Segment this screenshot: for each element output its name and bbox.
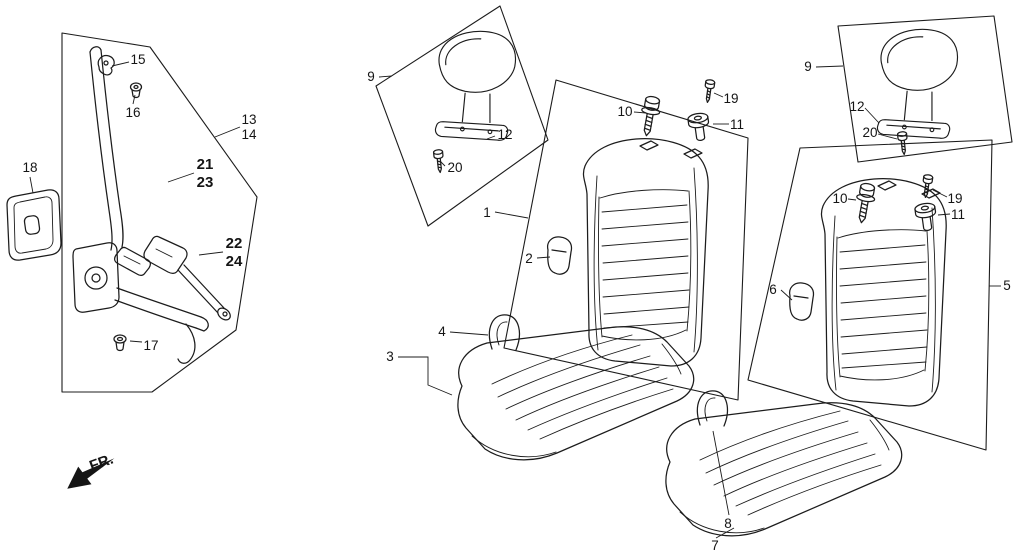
headrest-art-center [434, 30, 517, 141]
leader-lines [29, 61, 1001, 539]
part-label-12-right: 12 [849, 99, 864, 114]
buckle-art [143, 235, 231, 321]
part-label-24: 24 [226, 253, 243, 270]
seatback-art-center [582, 138, 709, 367]
part-label-18: 18 [22, 160, 37, 175]
headrest-art-right [876, 28, 959, 139]
part-label-2: 2 [525, 251, 533, 266]
cushion-art-center [457, 314, 695, 461]
grommet-11-right [913, 201, 939, 233]
recliner-cover-2-art [546, 236, 573, 275]
part-label-17: 17 [143, 338, 158, 353]
part-label-11-center: 11 [730, 117, 744, 132]
part-label-21: 21 [197, 156, 214, 173]
bolt-16-art [129, 82, 143, 99]
part-label-5: 5 [1003, 278, 1011, 293]
part-label-20-center: 20 [447, 160, 462, 175]
part-label-16: 16 [125, 105, 140, 120]
part-label-4: 4 [438, 324, 446, 339]
lap-belt-art [114, 287, 209, 364]
seatbelt-webbing-art [89, 46, 124, 251]
bolt-17-art [113, 334, 127, 352]
part-label-14: 14 [241, 127, 257, 142]
seatbelt-boundary-box [61, 32, 258, 393]
seatbelt-assembly-art [6, 46, 231, 364]
headrest-boundary-box-center [375, 5, 549, 227]
screw-20-center [432, 148, 446, 174]
tongue-plate-art [114, 246, 151, 276]
center-seat-art [432, 30, 716, 461]
part-label-19-center: 19 [723, 91, 738, 106]
part-label-8: 8 [724, 516, 732, 531]
part-label-3: 3 [386, 349, 394, 364]
bolt-10-center [636, 94, 663, 138]
recliner-cover-6-art [788, 282, 815, 321]
part-label-1: 1 [483, 205, 491, 220]
screw-19-center [702, 78, 716, 104]
headrest-boundary-box-right [837, 15, 1013, 163]
part-label-9-center: 9 [367, 69, 375, 84]
bolt-10-right [851, 181, 878, 225]
part-label-12-center: 12 [497, 127, 512, 142]
seatback-boundary-box-center [503, 79, 749, 401]
part-label-9-right: 9 [804, 59, 812, 74]
part-labels: 15 16 13 14 18 21 23 22 24 17 9 20 12 1 … [22, 52, 1010, 553]
grommet-11-center [686, 111, 712, 143]
seatback-boundary-box-right [747, 139, 993, 451]
boundary-boxes [61, 5, 1013, 451]
right-seat-art [665, 28, 959, 537]
part-label-13: 13 [241, 112, 256, 127]
part-label-7: 7 [711, 538, 719, 553]
part-label-11-right: 11 [951, 207, 965, 222]
anchor-plate-art [6, 189, 62, 261]
part-label-22: 22 [226, 235, 243, 252]
part-label-19-right: 19 [947, 191, 962, 206]
fr-direction-arrow [67, 458, 115, 489]
part-label-6: 6 [769, 282, 777, 297]
part-label-23: 23 [197, 174, 214, 191]
clip-art [97, 54, 115, 76]
fr-label: FR. [87, 451, 116, 475]
part-label-20-right: 20 [862, 125, 877, 140]
part-label-15: 15 [130, 52, 145, 67]
cushion-art-right [665, 390, 903, 537]
retractor-art [72, 242, 120, 313]
part-label-10-right: 10 [832, 191, 847, 206]
part-label-10-center: 10 [617, 104, 632, 119]
